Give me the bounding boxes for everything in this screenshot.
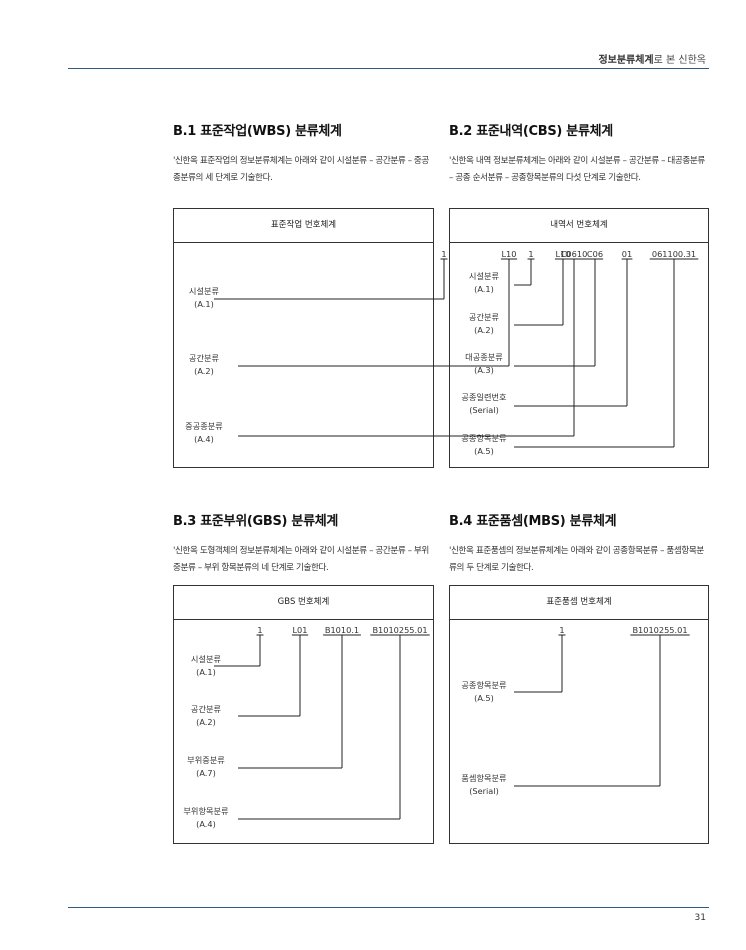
code-label: L10 xyxy=(502,249,517,259)
level-code: (A.4) xyxy=(196,819,216,829)
section-title: B.3 표준부위(GBS) 분류체계 xyxy=(173,514,339,529)
section-title: B.1 표준작업(WBS) 분류체계 xyxy=(173,124,342,139)
level-code: (A.2) xyxy=(194,366,214,376)
code-label: L01 xyxy=(293,625,308,635)
level-code: (A.7) xyxy=(196,768,216,778)
level-name: 공간분류 xyxy=(191,704,222,714)
level-code: (A.1) xyxy=(194,299,214,309)
diagram-graphic: 1 공종항목분류 (A.5) B1010255.01 품셈항목분류 (Serial) xyxy=(461,625,690,796)
level-name: 부위항목분류 xyxy=(183,806,229,816)
level-code: (A.5) xyxy=(474,693,494,703)
level-name: 공종일련번호 xyxy=(461,392,507,402)
level-code: (A.1) xyxy=(196,667,216,677)
section-b1: B.1 표준작업(WBS) 분류체계 '신한옥 표준작업의 정보분류체계는 아래… xyxy=(173,120,435,187)
code-label: B1010255.01 xyxy=(632,625,687,635)
diagram-title: 표준작업 번호체계 xyxy=(174,209,433,243)
code-label: 01 xyxy=(622,249,632,259)
code-label: 1 xyxy=(528,249,533,259)
running-header-rest: 로 본 신한옥 xyxy=(653,55,706,66)
code-label: 1 xyxy=(441,249,446,259)
level-code: (A.4) xyxy=(194,434,214,444)
level-code: (A.2) xyxy=(474,325,494,335)
level-code: (A.2) xyxy=(196,717,216,727)
code-label: B1010.1 xyxy=(325,625,359,635)
level-code: (A.1) xyxy=(474,284,494,294)
running-header: 정보분류체계로 본 신한옥 xyxy=(598,51,706,66)
code-label: C0610 xyxy=(561,249,588,259)
level-name: 공간분류 xyxy=(469,312,500,322)
section-description: '신한옥 내역 정보분류체계는 아래와 같이 시설분류 – 공간분류 – 대공종… xyxy=(449,156,705,183)
section-b2: B.2 표준내역(CBS) 분류체계 '신한옥 내역 정보분류체계는 아래와 같… xyxy=(449,120,711,187)
footer-rule xyxy=(68,907,709,908)
level-name: 부위중분류 xyxy=(187,755,225,765)
mbs-numbering-diagram: 표준품셈 번호체계 1 공종항목분류 (A.5) B1010255.01 품셈항목분류 (… xyxy=(449,585,709,844)
level-code: (Serial) xyxy=(469,786,499,796)
diagram-title: 표준품셈 번호체계 xyxy=(450,586,708,620)
level-code: (A.3) xyxy=(474,365,494,375)
level-name: 공간분류 xyxy=(189,353,220,363)
page-number: 31 xyxy=(694,913,706,923)
section-b3: B.3 표준부위(GBS) 분류체계 '신한옥 도형객체의 정보분류체계는 아래… xyxy=(173,510,435,577)
section-description: '신한옥 도형객체의 정보분류체계는 아래와 같이 시설분류 – 공간분류 – … xyxy=(173,546,429,573)
diagram-graphic: 1 시설분류 (A.1) L01 공간분류 (A.2) B1010.1 부위중분류 (A.7) B… xyxy=(183,625,430,829)
level-name: 중공종분류 xyxy=(185,421,223,431)
section-b4: B.4 표준품셈(MBS) 분류체계 '신한옥 표준품셈의 정보분류체계는 아래… xyxy=(449,510,711,577)
level-code: (A.5) xyxy=(474,446,494,456)
diagram-title: GBS 번호체계 xyxy=(174,586,433,620)
code-label: B1010255.01 xyxy=(372,625,427,635)
wbs-numbering-diagram: 표준작업 번호체계 1 시설분류 (A.1) L10 공간분류 (A.2) C0610 중공종… xyxy=(173,208,588,468)
level-name: 시설분류 xyxy=(469,271,500,281)
level-name: 공종항목분류 xyxy=(461,680,507,690)
level-name: 공종항목분류 xyxy=(461,433,507,443)
level-name: 품셈항목분류 xyxy=(461,773,507,783)
running-header-bold: 정보분류체계 xyxy=(598,55,654,66)
section-title: B.4 표준품셈(MBS) 분류체계 xyxy=(449,514,617,529)
header-rule xyxy=(68,68,709,69)
code-label: C06 xyxy=(587,249,603,259)
diagram-title: 내역서 번호체계 xyxy=(450,209,708,243)
level-name: 시설분류 xyxy=(191,654,222,664)
diagram-graphic: 1 시설분류 (A.1) L10 공간분류 (A.2) C06 대공종분류 (A.3) 01 공종일… xyxy=(461,249,699,456)
level-name: 시설분류 xyxy=(189,286,220,296)
section-description: '신한옥 표준품셈의 정보분류체계는 아래와 같이 공종항목분류 – 품셈항목분… xyxy=(449,546,704,573)
level-name: 대공종분류 xyxy=(465,352,503,362)
code-label: 1 xyxy=(559,625,564,635)
diagram-graphic: 1 시설분류 (A.1) L10 공간분류 (A.2) C0610 중공종분류 (A.4) xyxy=(185,249,588,444)
code-label: 061100.31 xyxy=(652,249,696,259)
section-description: '신한옥 표준작업의 정보분류체계는 아래와 같이 시설분류 – 공간분류 – … xyxy=(173,156,429,183)
cbs-numbering-diagram: 내역서 번호체계 1 시설분류 (A.1) L10 공간분류 (A.2) C06 대공종분류 (… xyxy=(449,208,709,468)
gbs-numbering-diagram: GBS 번호체계 1 시설분류 (A.1) L01 공간분류 (A.2) B1010.1 부위… xyxy=(173,585,434,844)
code-label: 1 xyxy=(257,625,262,635)
level-code: (Serial) xyxy=(469,405,499,415)
code-label: L10 xyxy=(556,249,571,259)
section-title: B.2 표준내역(CBS) 분류체계 xyxy=(449,124,613,139)
